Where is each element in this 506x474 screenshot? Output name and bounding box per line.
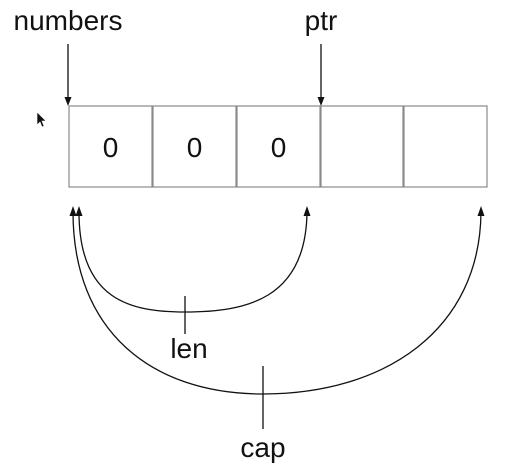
mouse-cursor-icon — [36, 111, 47, 128]
array-cell: 0 — [236, 105, 321, 188]
array-cell — [320, 105, 404, 188]
cell-value: 0 — [271, 132, 287, 163]
len-bracket — [75, 206, 311, 334]
len-label: len — [170, 333, 207, 364]
array-cells: 0 0 0 — [68, 105, 488, 188]
array-cell: 0 — [152, 105, 237, 188]
cap-bracket — [69, 206, 485, 429]
array-cell — [403, 105, 488, 188]
cell-value: 0 — [187, 132, 203, 163]
numbers-label: numbers — [14, 5, 123, 36]
array-cell: 0 — [68, 105, 153, 188]
cap-label: cap — [240, 432, 285, 463]
ptr-label: ptr — [305, 5, 338, 36]
numbers-pointer-arrow — [64, 44, 72, 106]
cell-value: 0 — [103, 132, 119, 163]
ptr-pointer-arrow — [317, 44, 325, 106]
